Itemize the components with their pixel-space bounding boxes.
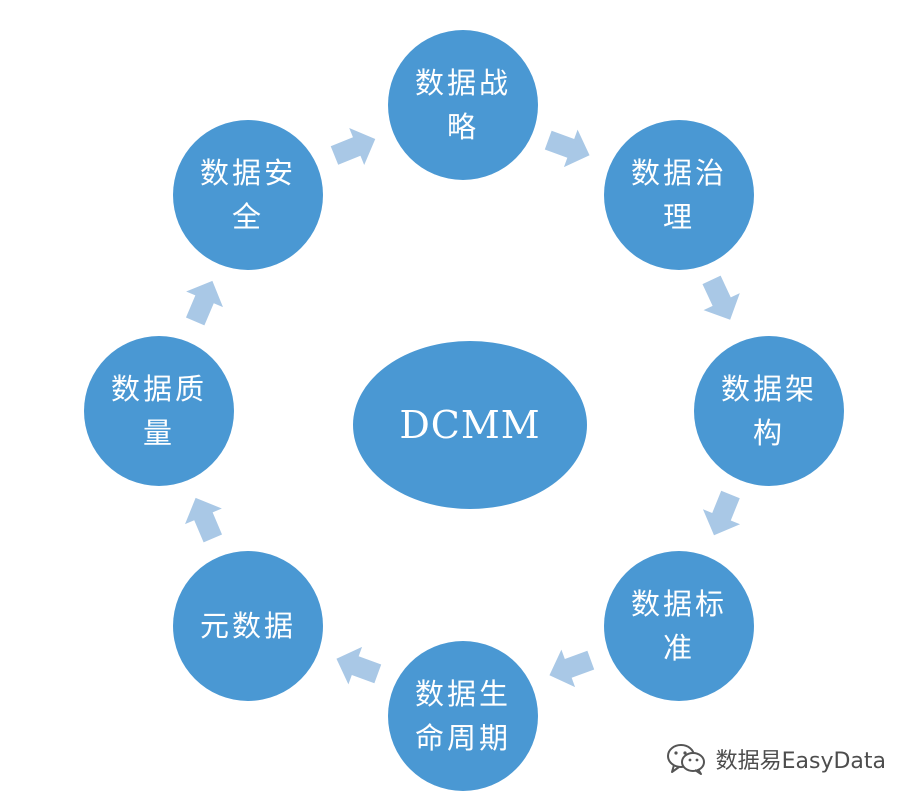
node-data-governance: 数据治理 bbox=[604, 120, 754, 270]
node-metadata: 元数据 bbox=[173, 551, 323, 701]
arrow-strategy-to-governance bbox=[541, 121, 597, 175]
watermark-text: 数据易EasyData bbox=[715, 749, 886, 774]
arrow-architecture-to-standard bbox=[695, 486, 750, 543]
wechat-icon bbox=[666, 742, 706, 776]
node-data-security: 数据安全 bbox=[173, 120, 323, 270]
node-data-architecture: 数据架构 bbox=[694, 336, 844, 486]
watermark: 数据易EasyData bbox=[666, 742, 886, 776]
arrow-standard-to-lifecycle bbox=[542, 641, 598, 695]
arrow-metadata-to-quality bbox=[177, 490, 232, 547]
arrow-quality-to-security bbox=[176, 273, 231, 330]
node-data-lifecycle: 数据生命周期 bbox=[388, 641, 538, 791]
node-data-quality: 数据质量 bbox=[84, 336, 234, 486]
arrow-lifecycle-to-metadata bbox=[329, 639, 385, 693]
arrow-security-to-strategy bbox=[326, 120, 383, 175]
center-dcmm: DCMM bbox=[353, 341, 587, 509]
arrow-governance-to-architecture bbox=[693, 271, 749, 329]
node-data-strategy: 数据战略 bbox=[388, 30, 538, 180]
node-data-standard: 数据标准 bbox=[604, 551, 754, 701]
